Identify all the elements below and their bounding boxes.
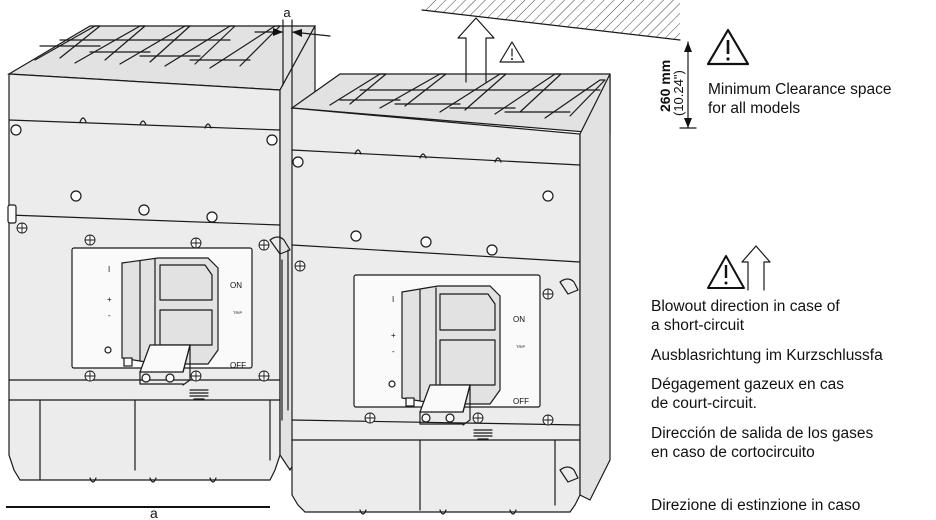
clearance-metric: 260 mm bbox=[657, 60, 673, 112]
right-breaker-side bbox=[579, 73, 611, 501]
left-on-label: ON bbox=[230, 281, 242, 290]
blowout-es-line2: en caso de cortocircuito bbox=[651, 444, 815, 461]
right-minus: - bbox=[392, 347, 395, 356]
blowout-en-line1: Blowout direction in case of bbox=[651, 298, 840, 315]
ceiling-hatch bbox=[421, 0, 681, 41]
left-plus: + bbox=[107, 295, 112, 304]
left-on-off-i: I bbox=[108, 265, 110, 274]
left-breaker-handle bbox=[121, 257, 219, 365]
dimension-a: a bbox=[254, 5, 331, 109]
blowout-es-line1: Dirección de salida de los gases bbox=[651, 425, 874, 442]
blowout-fr-line2: de court-circuit. bbox=[651, 395, 757, 412]
blowout-arrow-top bbox=[457, 17, 525, 83]
blowout-de: Ausblasrichtung im Kurzschlussfa bbox=[651, 347, 883, 364]
right-trip-label: TRIP bbox=[516, 344, 525, 349]
blowout-it-line1: Direzione di estinzione in caso bbox=[651, 497, 861, 514]
clearance-dimension: 260 mm (10.24") bbox=[657, 41, 697, 129]
right-on-off-i: I bbox=[392, 295, 394, 304]
left-trip-label: TRIP bbox=[233, 310, 242, 315]
warning-icon bbox=[706, 28, 750, 66]
blowout-en-line2: a short-circuit bbox=[651, 317, 745, 334]
left-breaker: I + - ON TRIP OFF bbox=[7, 25, 317, 483]
left-off-label: OFF bbox=[230, 361, 246, 370]
right-on-label: ON bbox=[513, 315, 525, 324]
right-plus: + bbox=[391, 331, 396, 340]
clearance-label-line1: Minimum Clearance space bbox=[708, 81, 892, 98]
blowout-fr-line1: Dégagement gazeux en cas bbox=[651, 376, 845, 393]
footer-partial-text: a bbox=[150, 507, 158, 520]
right-off-label: OFF bbox=[513, 397, 529, 406]
right-breaker: I + - ON TRIP OFF bbox=[290, 73, 611, 515]
blowout-legend-icons bbox=[707, 245, 771, 291]
left-minus: - bbox=[108, 311, 111, 320]
dimension-a-label: a bbox=[283, 5, 291, 20]
clearance-imperial: (10.24") bbox=[671, 70, 686, 116]
clearance-label-line2: for all models bbox=[708, 100, 801, 117]
